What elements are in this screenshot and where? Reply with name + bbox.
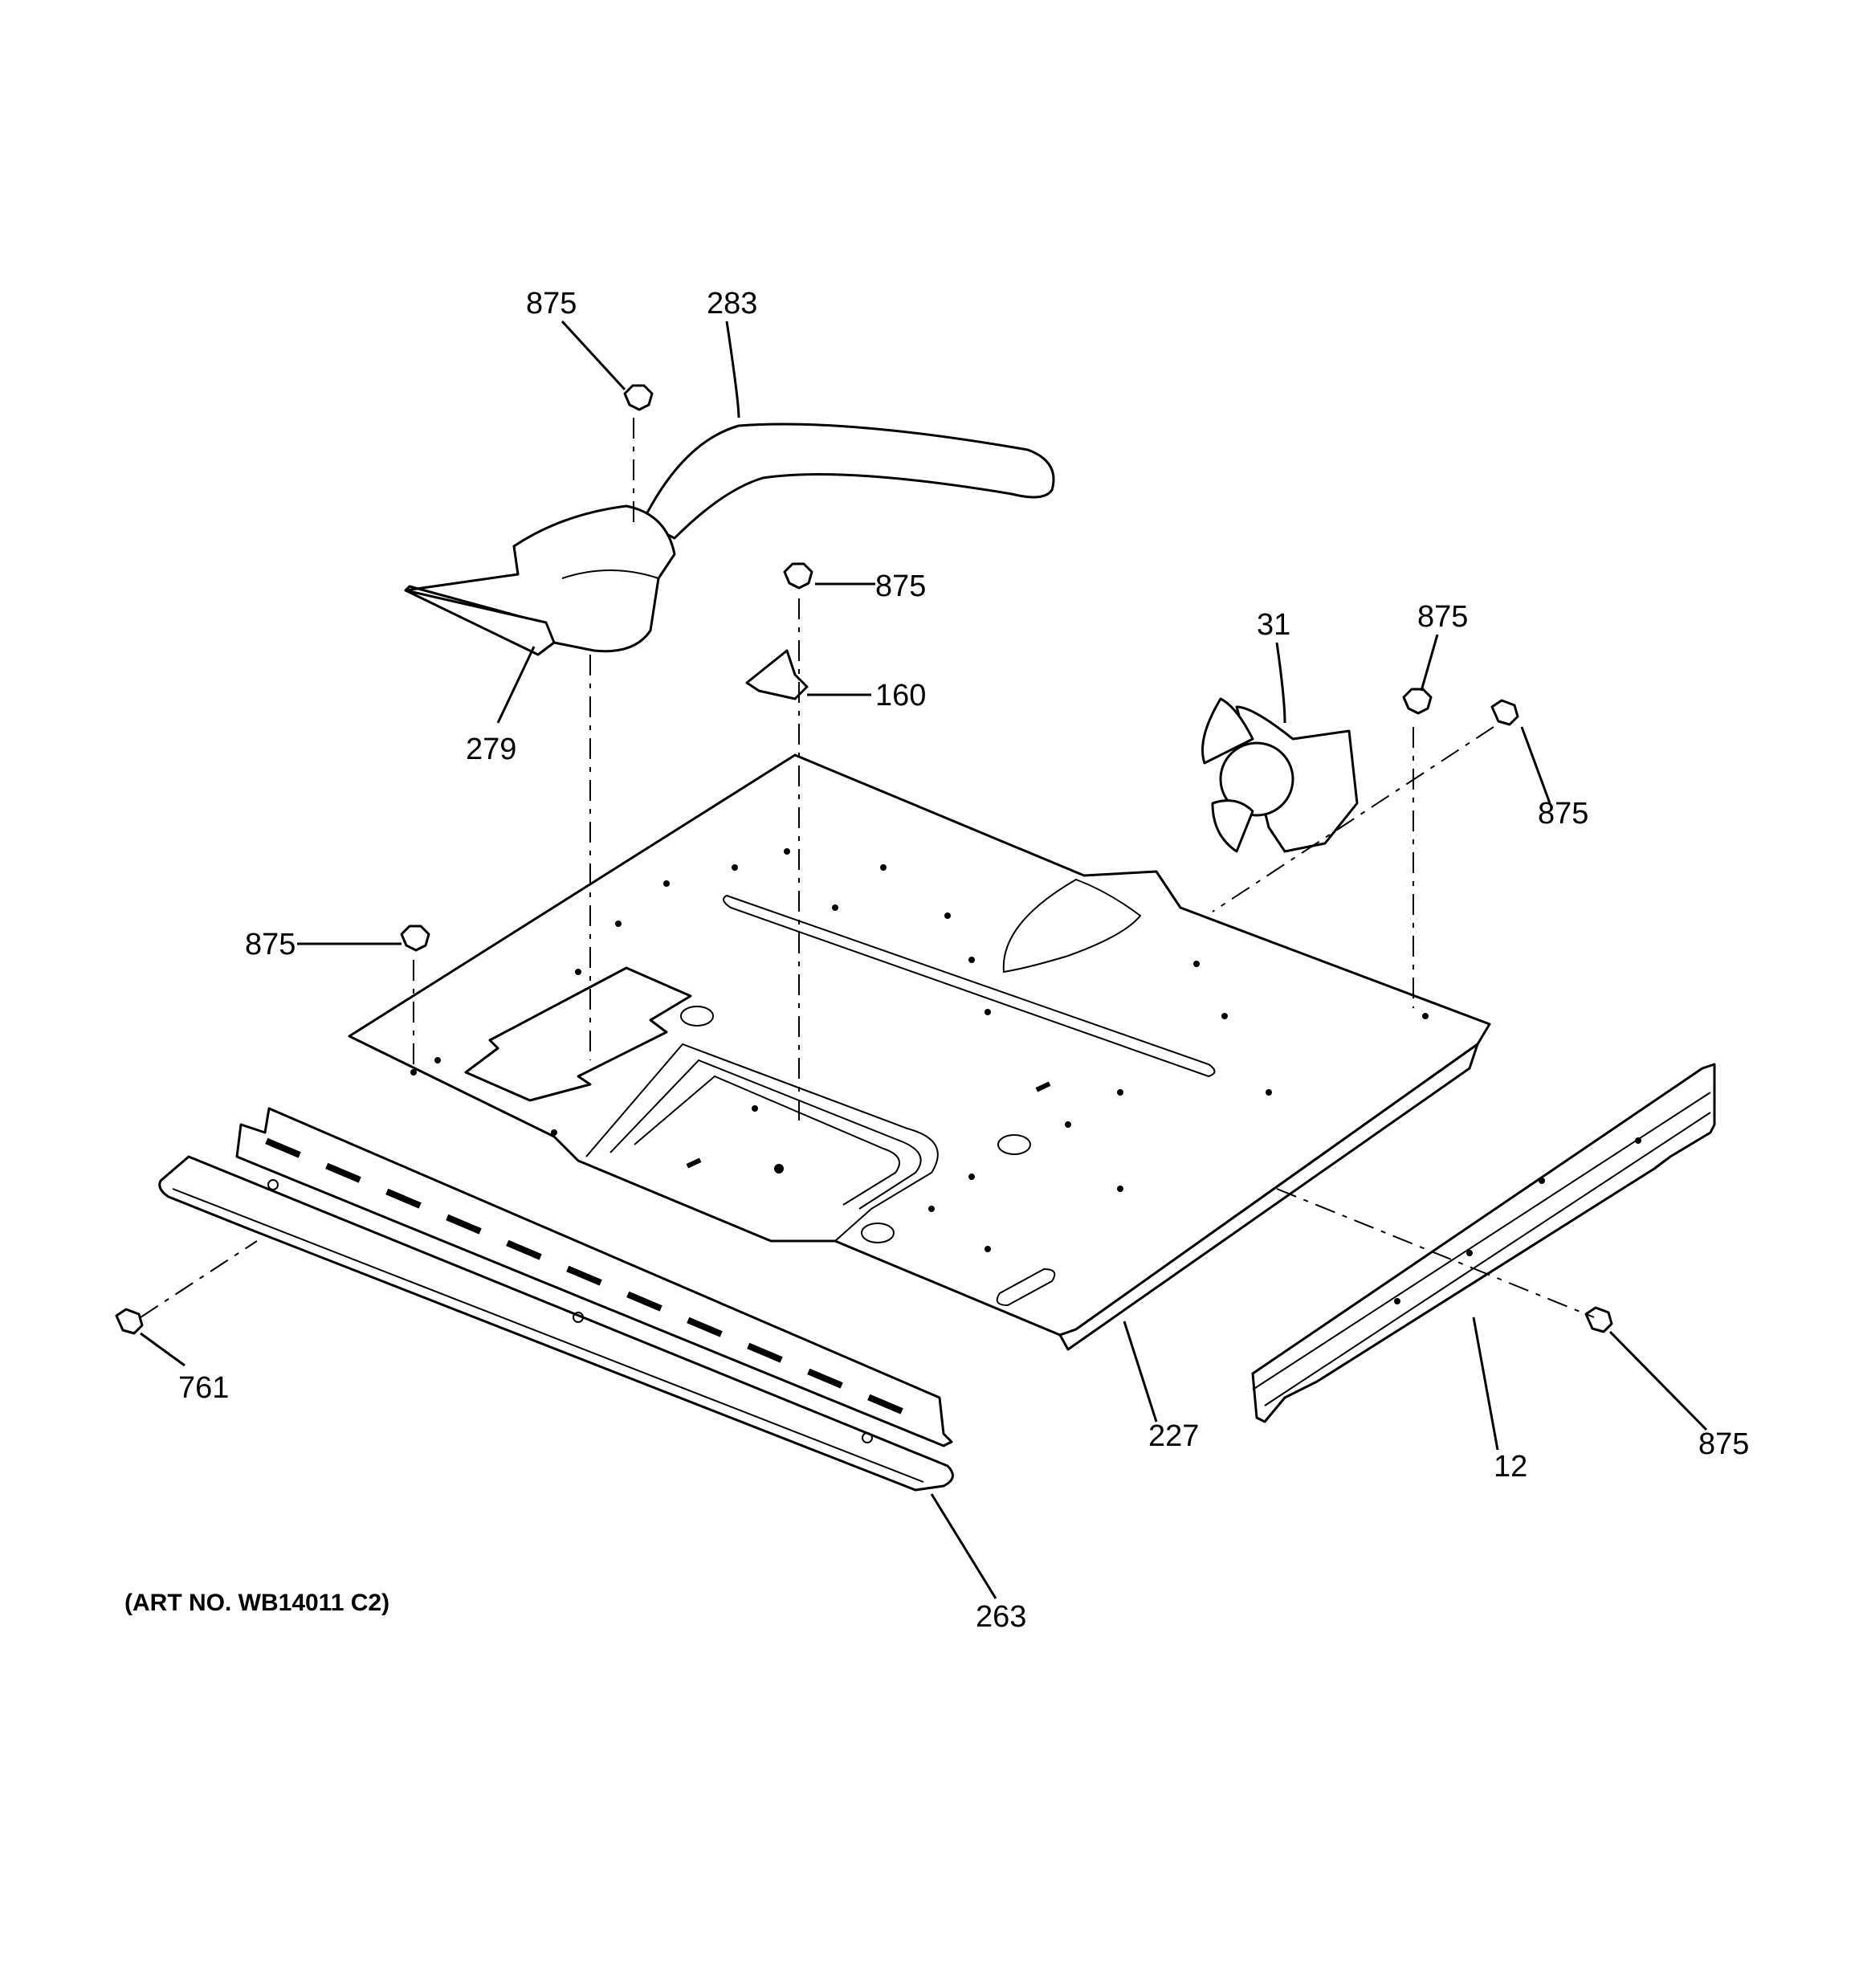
callout-283: 283 [707,287,757,320]
callout-279: 279 [466,733,516,766]
callout-761: 761 [178,1371,229,1405]
screw-fasteners [115,384,1613,1335]
assembly-lines [140,418,1595,1318]
callout-labels: 875 283 875 160 279 31 875 875 875 761 2… [124,287,1749,1634]
callout-31: 31 [1257,608,1290,642]
callout-160: 160 [875,679,926,712]
callout-875-right: 875 [1538,797,1588,831]
side-rail-12 [1251,1063,1716,1423]
callout-875-top-left: 875 [526,287,577,320]
callout-leaders [140,320,1708,1599]
bottom-panel-227 [348,753,1491,1351]
sensor-160 [745,649,809,700]
callout-875-bottom-right: 875 [1698,1427,1749,1461]
callout-875-left: 875 [245,928,296,961]
callout-263: 263 [976,1600,1026,1634]
duct-assembly [404,423,1055,656]
callout-875-center: 875 [875,569,926,603]
callout-227: 227 [1148,1419,1199,1453]
callout-12: 12 [1494,1450,1527,1484]
fan-motor-31 [1201,697,1359,853]
art-number: (ART NO. WB14011 C2) [124,1590,389,1616]
callout-875-right-upper: 875 [1417,600,1468,634]
front-trim-263 [158,1107,954,1492]
